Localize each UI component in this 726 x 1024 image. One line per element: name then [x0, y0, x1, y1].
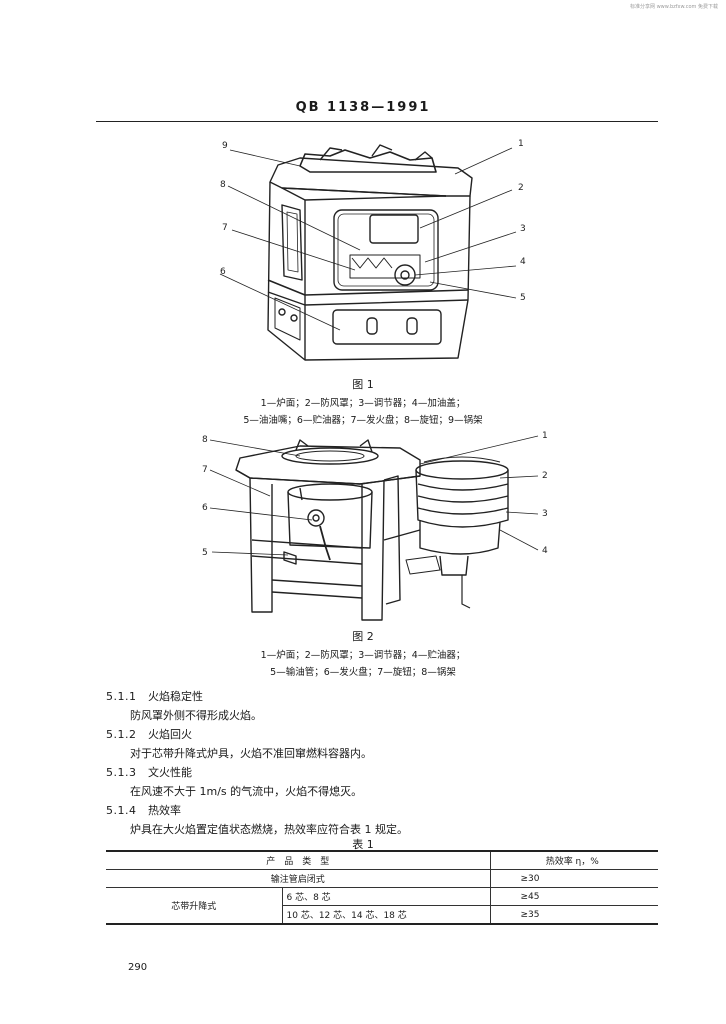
table-cell-group: 芯带升降式 [106, 887, 283, 925]
fig1-callout-1: 1 [518, 139, 524, 149]
figure-2-legend-line-1: 1—炉面；2—防风罩；3—调节器；4—贮油器； [260, 650, 466, 661]
stove-body [267, 181, 471, 361]
section-title: 文火性能 [148, 766, 192, 779]
fig1-callout-7: 7 [222, 223, 228, 233]
table-1: 产 品 类 型 热效率 η，% 输注管启闭式 ≥30 芯带升降式 6 芯、8 芯… [106, 850, 658, 925]
fig2-callout-8: 8 [202, 435, 208, 445]
table-cell-efficiency: ≥30 [490, 869, 658, 888]
figure-2-title: 图 2 [352, 630, 374, 643]
section-5-1-1-body: 防风罩外侧不得形成火焰。 [130, 709, 262, 722]
stove-2-tank [415, 469, 509, 528]
section-5-1-4-heading: 5.1.4 热效率 [106, 802, 181, 818]
fig2-callout-2: 2 [542, 471, 548, 481]
table-header-row: 产 品 类 型 热效率 η，% [106, 850, 658, 870]
fig2-callout-7: 7 [202, 465, 208, 475]
section-5-1-4-body: 炉具在大火焰置定值状态燃烧，热效率应符合表 1 规定。 [130, 823, 408, 836]
table-row: 芯带升降式 6 芯、8 芯 ≥45 [106, 887, 658, 925]
figure-1-title: 图 1 [352, 378, 374, 391]
header-rule [96, 121, 658, 122]
section-number: 5.1.1 [106, 690, 137, 703]
fig2-callout-6: 6 [202, 503, 208, 513]
page-number: 290 [128, 962, 148, 973]
side-window [281, 204, 303, 281]
fig1-callout-3: 3 [520, 224, 526, 234]
section-5-1-1-heading: 5.1.1 火焰稳定性 [106, 688, 203, 704]
fig2-callout-3: 3 [542, 509, 548, 519]
fig1-callout-4: 4 [520, 257, 526, 267]
fig1-callout-6: 6 [220, 267, 226, 277]
section-number: 5.1.4 [106, 804, 137, 817]
table-header-type: 产 品 类 型 [106, 850, 491, 870]
section-number: 5.1.2 [106, 728, 137, 741]
section-5-1-3-body: 在风速不大于 1m/s 的气流中，火焰不得熄灭。 [130, 785, 363, 798]
table-header-efficiency: 热效率 η，% [490, 850, 658, 870]
stove-window [333, 209, 439, 291]
section-title: 火焰回火 [148, 728, 192, 741]
wind-shield [369, 214, 419, 244]
table-cell-efficiency: ≥35 [490, 905, 658, 925]
table-cell-efficiency: ≥45 [490, 887, 658, 906]
table-1-title: 表 1 [352, 838, 374, 851]
section-title: 热效率 [148, 804, 181, 817]
figure-2-illustration: 8 7 6 5 1 2 3 4 [202, 431, 548, 621]
figure-2-legend-line-2: 5—输油管；6—发火盘；7—旋钮；8—锅架 [270, 667, 456, 678]
section-5-1-2-body: 对于芯带升降式炉具，火焰不准回窜燃料容器内。 [130, 747, 372, 760]
figure-1-illustration: 9 8 7 6 1 2 3 4 5 [219, 139, 526, 361]
table-cell-subtype: 6 芯、8 芯 [282, 887, 491, 906]
section-title: 火焰稳定性 [148, 690, 203, 703]
pot-stand [299, 149, 437, 173]
table-row: 10 芯、12 芯、14 芯、18 芯 ≥35 [106, 905, 658, 925]
fig1-callout-5: 5 [520, 293, 526, 303]
fig1-callout-8: 8 [220, 180, 226, 190]
section-5-1-3-heading: 5.1.3 文火性能 [106, 764, 192, 780]
table-cell-subtype: 10 芯、12 芯、14 芯、18 芯 [282, 905, 491, 925]
table-row: 输注管启闭式 ≥30 [106, 869, 658, 888]
fig2-callout-4: 4 [542, 546, 548, 556]
section-5-1-2-heading: 5.1.2 火焰回火 [106, 726, 192, 742]
section-number: 5.1.3 [106, 766, 137, 779]
fig2-callout-1: 1 [542, 431, 548, 441]
stove-2-pot-stand [281, 447, 379, 465]
figure-1-legend-line-2: 5—油油嘴；6—贮油器；7—发火盘；8—旋钮；9—锅架 [243, 415, 483, 426]
watermark: 标准分享网 www.bzfxw.com 免费下载 [630, 4, 718, 10]
table-cell-type: 输注管启闭式 [106, 869, 491, 888]
fig1-callout-2: 2 [518, 183, 524, 193]
fig1-callout-9: 9 [222, 141, 228, 151]
standard-code-header: QB 1138—1991 [295, 100, 431, 115]
figure-1-legend-line-1: 1—炉面；2—防风罩；3—调节器；4—加油盖； [260, 398, 466, 409]
stove-2-knob [307, 509, 325, 527]
fig2-callout-5: 5 [202, 548, 208, 558]
